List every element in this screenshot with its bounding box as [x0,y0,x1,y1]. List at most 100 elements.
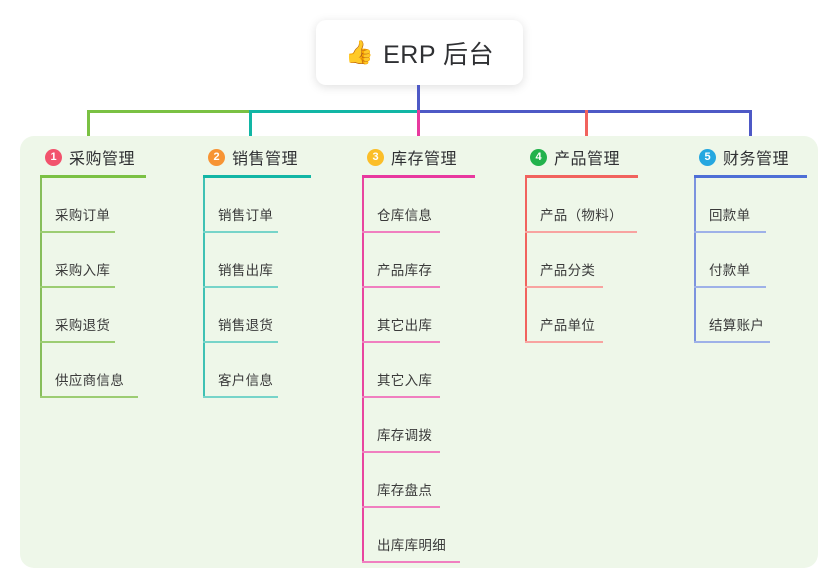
list-item-label: 供应商信息 [55,373,124,388]
list-item-rule [203,396,278,398]
branch-spine-5 [694,178,696,343]
list-item-rule [40,286,115,288]
branch-header-sales[interactable]: 2 销售管理 [203,144,311,170]
trunk-connector [417,85,420,112]
list-item-rule [362,231,440,233]
list-item[interactable]: 出库库明细 [362,508,475,563]
list-item-label: 销售退货 [218,318,274,333]
list-item-label: 其它入库 [377,373,433,388]
branch-items-sales: 销售订单 销售出库 销售退货 客户信息 [203,178,311,398]
list-item-label: 其它出库 [377,318,433,333]
list-item-label: 库存盘点 [377,483,433,498]
branch-spine-3 [362,178,364,563]
list-item-label: 销售订单 [218,208,274,223]
branch-badge-2: 2 [208,148,225,166]
branch-spine-4 [525,178,527,343]
root-node-title: 👍 ERP 后台 [345,35,494,71]
list-item[interactable]: 产品单位 [525,288,638,343]
root-node-label: ERP 后台 [383,40,495,69]
list-item[interactable]: 产品库存 [362,233,475,288]
list-item-label: 回款单 [709,208,751,223]
list-item[interactable]: 其它出库 [362,288,475,343]
list-item-rule [203,231,278,233]
branch-stub-3 [417,110,420,145]
list-item-label: 产品单位 [540,318,596,333]
list-item-rule [203,341,278,343]
list-item-label: 产品（物料） [540,208,623,223]
branch-title-purchasing: 采购管理 [69,151,136,168]
list-item-rule [362,396,440,398]
bus-segment-teal [249,110,419,113]
list-item-rule [362,561,460,563]
list-item-label: 付款单 [709,263,751,278]
list-item-label: 销售出库 [218,263,274,278]
list-item-label: 采购退货 [55,318,111,333]
list-item-label: 库存调拨 [377,428,433,443]
branch-stub-5 [749,110,752,145]
list-item[interactable]: 结算账户 [694,288,807,343]
branch-stub-2 [249,110,252,145]
branch-items-product: 产品（物料） 产品分类 产品单位 [525,178,638,343]
list-item-label: 产品分类 [540,263,596,278]
list-item-rule [362,341,440,343]
branch-column-purchasing: 1 采购管理 采购订单 采购入库 采购退货 供应商信息 [40,144,146,398]
list-item-rule [694,286,766,288]
branch-column-sales: 2 销售管理 销售订单 销售出库 销售退货 客户信息 [203,144,311,398]
list-item-rule [694,341,770,343]
branch-column-finance: 5 财务管理 回款单 付款单 结算账户 [694,144,807,343]
branch-column-product: 4 产品管理 产品（物料） 产品分类 产品单位 [525,144,638,343]
list-item[interactable]: 采购订单 [40,178,146,233]
list-item[interactable]: 其它入库 [362,343,475,398]
branch-stub-1 [87,110,90,145]
branch-header-purchasing[interactable]: 1 采购管理 [40,144,146,170]
list-item[interactable]: 采购退货 [40,288,146,343]
list-item-rule [362,286,440,288]
list-item[interactable]: 销售退货 [203,288,311,343]
list-item-rule [203,286,278,288]
list-item-label: 采购订单 [55,208,111,223]
thumbs-up-icon: 👍 [344,39,375,65]
branch-badge-5: 5 [699,148,716,166]
list-item[interactable]: 销售出库 [203,233,311,288]
list-item[interactable]: 付款单 [694,233,807,288]
bus-segment-green [87,110,251,113]
branch-badge-3: 3 [367,148,384,166]
list-item-label: 结算账户 [709,318,765,333]
list-item[interactable]: 库存盘点 [362,453,475,508]
branch-header-rule-2 [203,175,311,178]
branch-stub-4 [585,110,588,145]
branch-badge-4: 4 [530,148,547,166]
list-item-rule [525,231,637,233]
branch-spine-2 [203,178,205,398]
branch-spine-1 [40,178,42,398]
diagram-panel [20,136,818,568]
list-item-label: 出库库明细 [377,538,446,553]
branch-header-finance[interactable]: 5 财务管理 [694,144,807,170]
list-item[interactable]: 库存调拨 [362,398,475,453]
branch-title-sales: 销售管理 [232,151,299,168]
branch-items-finance: 回款单 付款单 结算账户 [694,178,807,343]
root-node-card[interactable]: 👍 ERP 后台 [316,20,523,85]
branch-title-product: 产品管理 [554,151,621,168]
list-item-rule [525,341,603,343]
branch-column-inventory: 3 库存管理 仓库信息 产品库存 其它出库 其它入库 库存调拨 库存盘点 [362,144,475,563]
list-item-rule [40,341,115,343]
list-item[interactable]: 供应商信息 [40,343,146,398]
list-item[interactable]: 产品（物料） [525,178,638,233]
list-item[interactable]: 仓库信息 [362,178,475,233]
branch-badge-1: 1 [45,148,62,166]
branch-title-inventory: 库存管理 [391,151,458,168]
list-item[interactable]: 采购入库 [40,233,146,288]
branch-items-inventory: 仓库信息 产品库存 其它出库 其它入库 库存调拨 库存盘点 出库库明细 [362,178,475,563]
list-item-label: 产品库存 [377,263,433,278]
list-item-rule [362,506,440,508]
list-item[interactable]: 客户信息 [203,343,311,398]
list-item-rule [694,231,766,233]
list-item[interactable]: 产品分类 [525,233,638,288]
branch-header-rule-1 [40,175,146,178]
branch-header-rule-5 [694,175,807,178]
branch-header-inventory[interactable]: 3 库存管理 [362,144,475,170]
list-item[interactable]: 回款单 [694,178,807,233]
list-item[interactable]: 销售订单 [203,178,311,233]
branch-header-product[interactable]: 4 产品管理 [525,144,638,170]
